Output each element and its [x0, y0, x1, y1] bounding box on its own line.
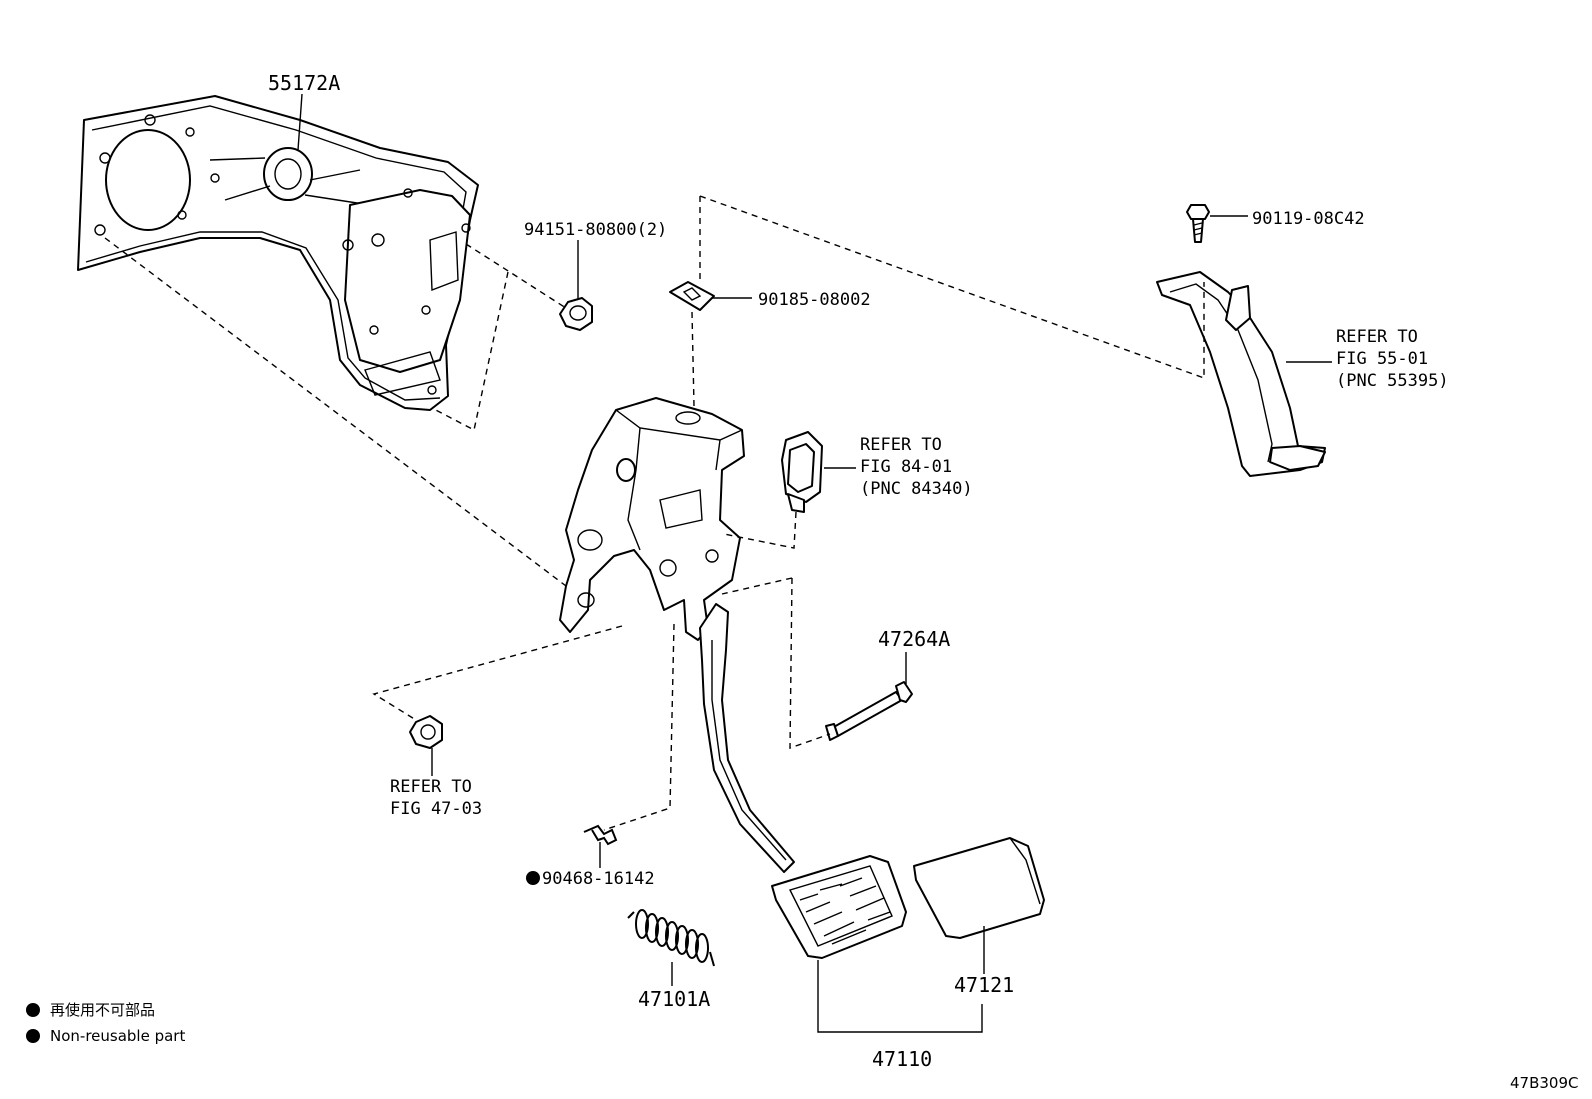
- clip-90468-drawing: [583, 824, 618, 846]
- label-refer-5501-line3: (PNC 55395): [1336, 371, 1449, 391]
- non-reusable-marker-icon: [526, 871, 540, 885]
- label-refer-8401-line1: REFER TO: [860, 435, 942, 455]
- assembly-dashed-lines: [104, 195, 1205, 831]
- label-47101A: 47101A: [638, 987, 710, 1011]
- pedal-pad-cover-drawing: [913, 837, 1045, 939]
- pin-47264A-drawing: [825, 681, 913, 741]
- legend-jp: 再使用不可部品: [50, 1001, 155, 1019]
- bolt-90119-drawing: [1186, 204, 1210, 243]
- label-refer-5501-line2: FIG 55-01: [1336, 349, 1428, 369]
- label-47121: 47121: [954, 973, 1014, 997]
- label-47110: 47110: [872, 1047, 932, 1071]
- bushing-drawing: [409, 715, 443, 749]
- pedal-arm-drawing: [699, 603, 795, 873]
- label-refer-4703-line2: FIG 47-03: [390, 799, 482, 819]
- bracket-55172A-drawing: [77, 95, 479, 411]
- label-refer-4703-line1: REFER TO: [390, 777, 472, 797]
- label-90185-08002: 90185-08002: [758, 290, 871, 310]
- legend: 再使用不可部品 Non-reusable part: [26, 1001, 185, 1045]
- leader-lines: [297, 93, 1332, 1033]
- clip-nut-90185-drawing: [669, 281, 715, 311]
- legend-en: Non-reusable part: [50, 1027, 185, 1045]
- label-refer-5501-line1: REFER TO: [1336, 327, 1418, 347]
- label-90468-16142: 90468-16142: [542, 869, 655, 889]
- label-47264A: 47264A: [878, 627, 950, 651]
- pedal-support-drawing: [559, 397, 745, 641]
- label-94151-80800: 94151-80800(2): [524, 220, 667, 240]
- stop-light-switch-drawing: [781, 431, 823, 513]
- diagram-id: 47B309C: [1510, 1074, 1578, 1092]
- label-90119-08C42: 90119-08C42: [1252, 209, 1365, 229]
- label-55172A: 55172A: [268, 71, 340, 95]
- nut-94151-drawing: [559, 297, 593, 331]
- label-refer-8401-line2: FIG 84-01: [860, 457, 952, 477]
- label-refer-8401-line3: (PNC 84340): [860, 479, 973, 499]
- legend-dot-icon: [26, 1029, 40, 1043]
- stop-bracket-drawing: [1156, 271, 1326, 477]
- legend-dot-icon: [26, 1003, 40, 1017]
- spring-47101A-drawing: [627, 909, 715, 967]
- pedal-pad-base-drawing: [771, 855, 907, 959]
